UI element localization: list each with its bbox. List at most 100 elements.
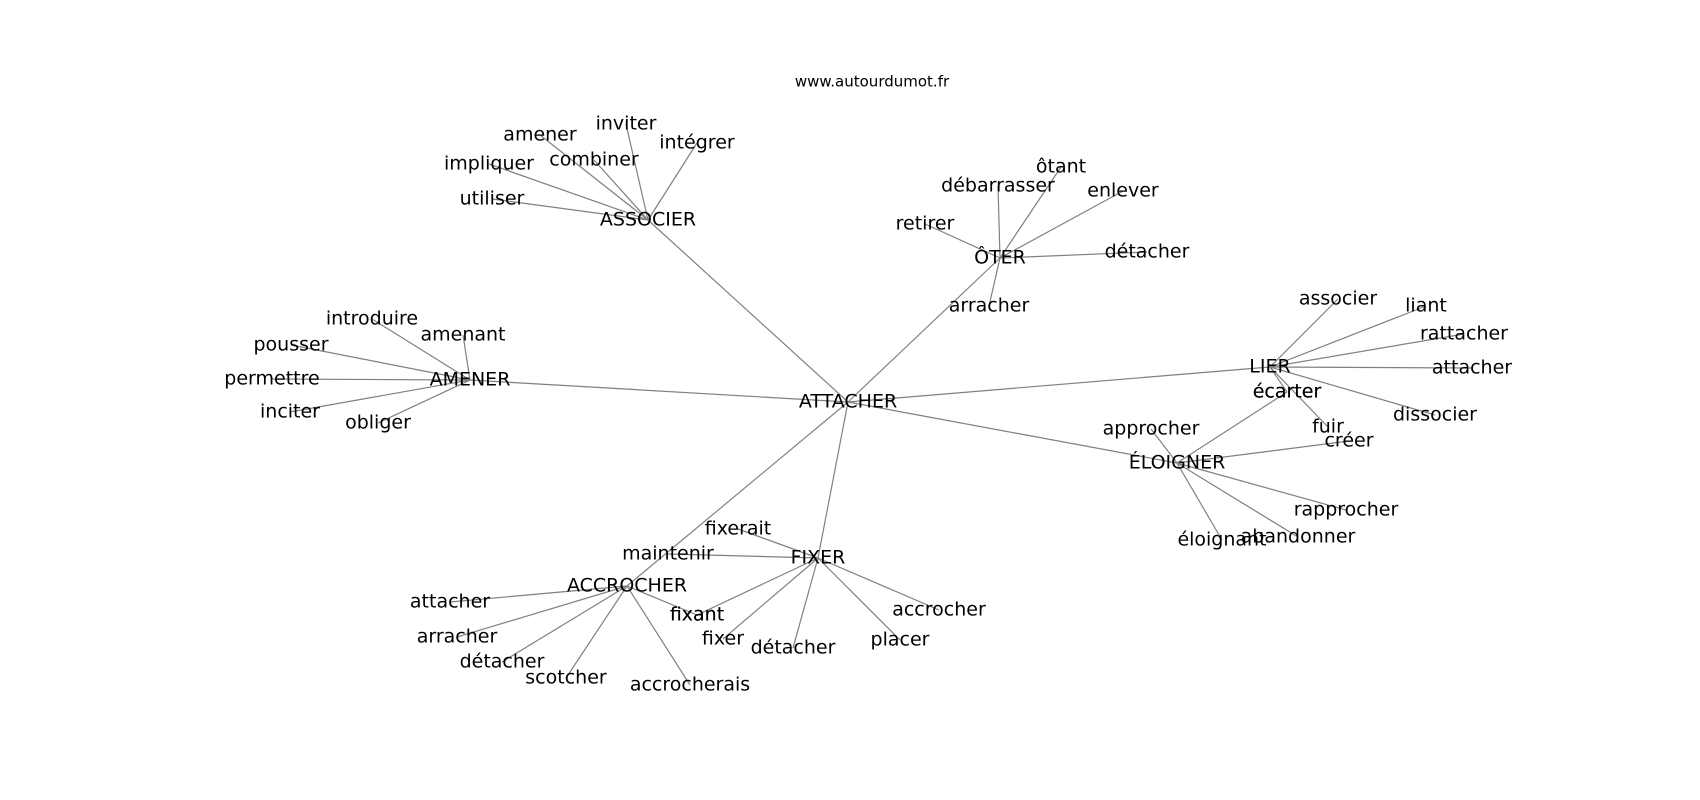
edge-fixer-leaf <box>817 557 940 611</box>
edge-associer-leaf <box>647 142 698 221</box>
leaf-node[interactable]: arracher <box>949 295 1030 317</box>
edge-accrocher-leaf <box>449 585 628 603</box>
leaf-node[interactable]: introduire <box>326 308 418 330</box>
edge-eloigner-leaf <box>1150 428 1178 464</box>
leaf-node[interactable]: amenant <box>420 324 505 346</box>
graph-labels: www.autourdumot.fr ASSOCIER utiliser impli… <box>224 73 1512 696</box>
leaf-node[interactable]: ôtant <box>1036 156 1086 178</box>
edge-accrocher-leaf <box>456 585 628 638</box>
edge-root-oter <box>847 257 1001 403</box>
edge-lier-leaf <box>1269 366 1473 369</box>
hub-node-eloigner[interactable]: ÉLOIGNER <box>1129 451 1226 474</box>
leaf-node[interactable]: écarter <box>1253 381 1322 403</box>
edge-oter-leaf <box>999 251 1148 259</box>
edge-oter-leaf <box>999 190 1124 259</box>
leaf-node[interactable]: détacher <box>460 651 545 673</box>
edge-amener-leaf <box>462 334 471 381</box>
leaf-node[interactable]: inviter <box>596 113 657 135</box>
leaf-node[interactable]: obliger <box>345 412 411 434</box>
edge-fixer-leaf <box>737 528 819 559</box>
edge-accrocher-leaf <box>626 585 698 616</box>
edge-eloigner-leaf <box>1176 462 1223 541</box>
leaf-node[interactable]: combiner <box>549 149 639 171</box>
edge-accrocher-leaf <box>501 585 628 663</box>
leaf-node[interactable]: abandonner <box>1241 526 1356 548</box>
leaf-node[interactable]: éloignant <box>1177 529 1266 551</box>
leaf-node[interactable]: pousser <box>253 334 328 356</box>
leaf-node[interactable]: approcher <box>1103 418 1200 440</box>
leaf-node[interactable]: détacher <box>1105 241 1190 263</box>
edge-lier-leaf <box>1269 366 1329 428</box>
leaf-node[interactable]: amener <box>503 124 577 146</box>
edge-amener-leaf <box>290 344 471 381</box>
edge-lier-leaf <box>1269 305 1427 368</box>
leaf-node[interactable]: retirer <box>896 213 955 235</box>
leaf-node[interactable]: créer <box>1324 430 1373 452</box>
edge-root-accrocher <box>626 401 849 587</box>
leaf-node[interactable]: intégrer <box>659 132 735 154</box>
leaf-node[interactable]: débarrasser <box>941 175 1055 197</box>
edge-fixer-leaf <box>696 557 819 616</box>
edge-root-amener <box>469 379 849 403</box>
leaf-node[interactable]: accrocher <box>892 599 986 621</box>
leaf-node[interactable]: placer <box>871 629 930 651</box>
edge-oter-leaf <box>997 185 1001 259</box>
edge-root-associer <box>647 219 849 403</box>
edge-oter-leaf <box>924 223 1001 259</box>
hub-node-accrocher[interactable]: ACCROCHER <box>567 575 687 597</box>
leaf-node[interactable]: détacher <box>751 637 836 659</box>
hub-node-oter[interactable]: ÔTER <box>974 245 1026 269</box>
leaf-node[interactable]: dissocier <box>1393 404 1477 426</box>
hub-node-lier[interactable]: LIER <box>1249 356 1290 378</box>
leaf-node[interactable]: rapprocher <box>1294 499 1399 521</box>
hub-node-amener[interactable]: AMENER <box>430 369 511 391</box>
leaf-node[interactable]: rattacher <box>1420 323 1508 345</box>
edge-root-eloigner <box>847 401 1178 464</box>
edge-associer-leaf <box>539 134 649 221</box>
leaf-node[interactable]: attacher <box>1432 357 1512 379</box>
hub-node-fixer[interactable]: FIXER <box>791 547 846 569</box>
leaf-node[interactable]: fuir <box>1312 416 1344 438</box>
edge-fixer-leaf <box>667 553 819 559</box>
leaf-node[interactable]: enlever <box>1087 180 1159 202</box>
edge-lier-leaf <box>1269 366 1288 393</box>
leaf-node[interactable]: impliquer <box>444 153 534 175</box>
edge-fixer-leaf <box>817 557 901 641</box>
leaf-node[interactable]: fixant <box>670 604 724 626</box>
leaf-node[interactable]: fixant <box>670 604 724 626</box>
leaf-node[interactable]: attacher <box>410 591 490 613</box>
hub-node-associer[interactable]: ASSOCIER <box>600 209 696 231</box>
edge-eloigner-leaf <box>1176 391 1288 464</box>
edge-associer-leaf <box>625 123 649 221</box>
leaf-node[interactable]: arracher <box>417 626 498 648</box>
edge-eloigner-leaf <box>1176 462 1299 538</box>
edge-amener-leaf <box>371 318 471 381</box>
edge-accrocher-leaf <box>626 585 691 686</box>
root-node[interactable]: ATTACHER <box>799 391 897 413</box>
leaf-node[interactable]: inciter <box>260 401 320 423</box>
edge-associer-leaf <box>593 159 649 221</box>
edge-fixer-leaf <box>792 557 819 649</box>
edge-amener-leaf <box>289 379 471 413</box>
graph-edges <box>271 123 1473 686</box>
edge-oter-leaf <box>988 257 1001 307</box>
source-watermark[interactable]: www.autourdumot.fr <box>795 73 950 91</box>
leaf-node[interactable]: permettre <box>224 368 319 390</box>
edge-oter-leaf <box>999 166 1062 259</box>
edge-root-fixer <box>817 401 849 559</box>
edge-eloigner-leaf <box>1176 462 1347 511</box>
edge-associer-leaf <box>491 198 649 221</box>
leaf-node[interactable]: fixer <box>702 628 744 650</box>
leaf-node[interactable]: scotcher <box>525 667 607 689</box>
leaf-node[interactable]: liant <box>1405 295 1447 317</box>
edge-lier-leaf <box>1269 298 1339 368</box>
edge-lier-leaf <box>1269 366 1436 416</box>
leaf-node[interactable]: utiliser <box>460 188 525 210</box>
edge-lier-leaf <box>1269 333 1465 368</box>
leaf-node[interactable]: associer <box>1299 288 1377 310</box>
leaf-node[interactable]: écarter <box>1253 381 1322 403</box>
leaf-node[interactable]: fixerait <box>705 518 772 540</box>
leaf-node[interactable]: maintenir <box>622 543 714 565</box>
leaf-node[interactable]: accrocherais <box>630 674 750 696</box>
